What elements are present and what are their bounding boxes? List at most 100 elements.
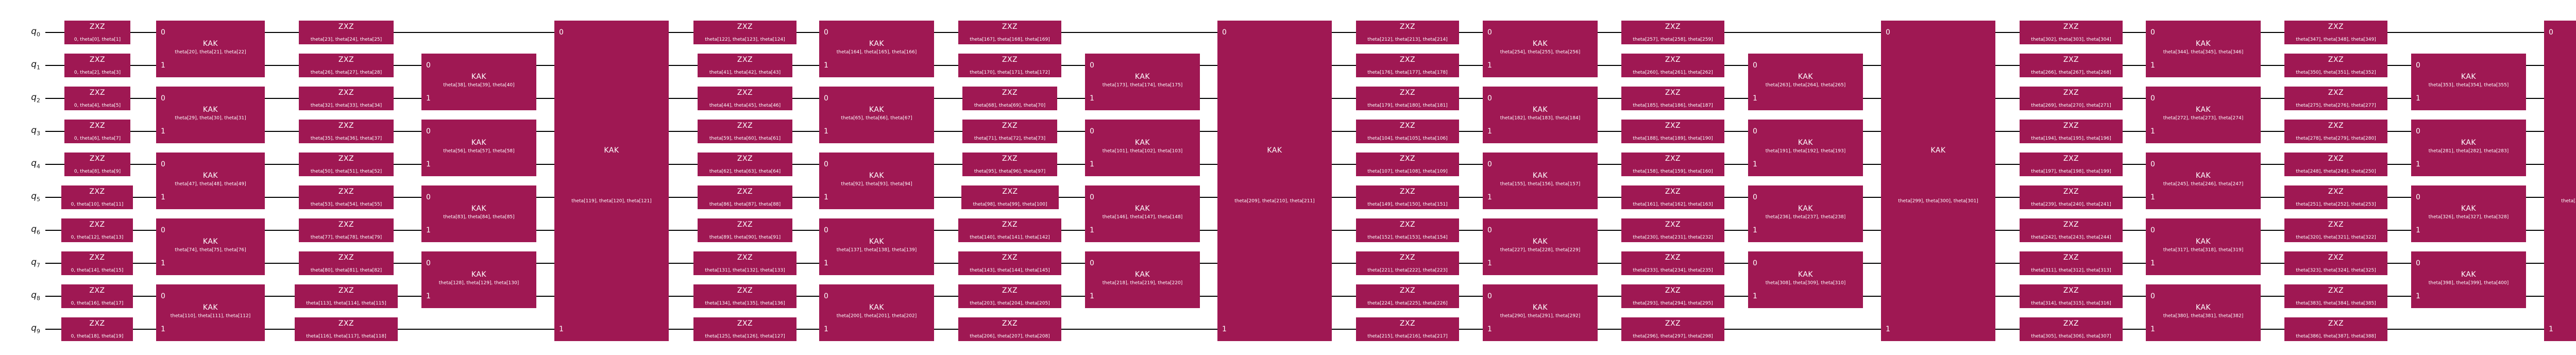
gate-port-label-0: 0 <box>1090 193 1094 201</box>
gate-params-label: theta[236], theta[237], theta[238] <box>1765 214 1846 220</box>
gate-params-label: theta[266], theta[267], theta[268] <box>2031 70 2111 75</box>
gate-params-label: theta[128], theta[129], theta[130] <box>438 280 519 286</box>
gate-name-label: ZXZ <box>1665 286 1681 295</box>
gate-params-label: theta[383], theta[384], theta[385] <box>2296 301 2376 306</box>
gate-params-label: theta[278], theta[279], theta[280] <box>2296 136 2376 141</box>
gate-params-label: 0, theta[8], theta[9] <box>74 169 121 174</box>
gate-port-label-0: 0 <box>559 28 564 37</box>
gate-port-label-1: 1 <box>824 193 828 201</box>
zxz-gate-q9-col6: ZXZ theta[125], theta[126], theta[127] <box>693 317 796 341</box>
gate-port-label-1: 1 <box>161 127 165 136</box>
gate-params-label: theta[209], theta[210], theta[211] <box>1234 198 1315 204</box>
qubit-label-base: q <box>31 125 37 136</box>
gate-port-label-1: 1 <box>2549 325 2553 333</box>
gate-params-label: theta[197], theta[198], theta[199] <box>2031 169 2111 174</box>
zxz-gate-q8-col13: ZXZ theta[293], theta[294], theta[295] <box>1621 284 1724 308</box>
gate-port-label-0: 0 <box>824 226 828 234</box>
gate-params-label: theta[353], theta[354], theta[355] <box>2428 82 2509 88</box>
gate-params-label: theta[95], theta[96], theta[97] <box>974 169 1046 174</box>
gate-name-label: ZXZ <box>2063 253 2079 262</box>
gate-port-label-1: 1 <box>2416 292 2420 300</box>
gate-params-label: 0, theta[4], theta[5] <box>74 103 121 108</box>
gate-name-label: ZXZ <box>737 56 753 64</box>
gate-name-label: KAK <box>1798 204 1814 213</box>
gate-name-label: KAK <box>202 171 218 180</box>
gate-name-label: ZXZ <box>1665 188 1681 196</box>
gate-name-label: ZXZ <box>338 122 354 130</box>
gate-params-label: theta[317], theta[318], theta[319] <box>2163 247 2244 253</box>
qubit-label-subscript: 8 <box>37 295 40 302</box>
gate-params-label: theta[293], theta[294], theta[295] <box>1633 301 1713 306</box>
gate-name-label: ZXZ <box>1002 155 1018 163</box>
gate-params-label: theta[263], theta[264], theta[265] <box>1765 82 1846 88</box>
gate-port-label-0: 0 <box>2416 259 2420 267</box>
gate-port-label-1: 1 <box>2150 193 2155 201</box>
gate-params-label: theta[254], theta[255], theta[256] <box>1500 49 1581 55</box>
gate-name-label: KAK <box>1134 204 1150 213</box>
gate-params-label: theta[89], theta[90], theta[91] <box>709 235 781 240</box>
gate-name-label: KAK <box>869 105 885 114</box>
gate-params-label: theta[149], theta[150], theta[151] <box>1367 202 1448 207</box>
qubit-label-q0: q0 <box>14 27 40 38</box>
gate-params-label: theta[173], theta[174], theta[175] <box>1102 82 1183 88</box>
qubit-label-base: q <box>31 224 37 234</box>
gate-params-label: theta[116], theta[117], theta[118] <box>306 334 386 339</box>
gate-params-label: theta[113], theta[114], theta[115] <box>306 301 386 306</box>
gate-params-label: theta[323], theta[324], theta[325] <box>2296 268 2376 273</box>
gate-port-label-0: 0 <box>1886 28 1890 37</box>
gate-name-label: KAK <box>2461 72 2477 81</box>
qubit-label-base: q <box>31 59 37 70</box>
gate-params-label: theta[215], theta[216], theta[217] <box>1367 334 1448 339</box>
gate-port-label-0: 0 <box>1222 28 1227 37</box>
gate-name-label: KAK <box>202 303 218 312</box>
gate-name-label: ZXZ <box>1399 253 1416 262</box>
gate-params-label: theta[104], theta[105], theta[106] <box>1367 136 1448 141</box>
gate-port-label-1: 1 <box>824 259 828 267</box>
gate-params-label: theta[230], theta[231], theta[232] <box>1633 235 1713 240</box>
gate-port-label-0: 0 <box>2150 28 2155 37</box>
gate-params-label: theta[194], theta[195], theta[196] <box>2031 136 2111 141</box>
gate-name-label: ZXZ <box>1665 253 1681 262</box>
gate-params-label: theta[23], theta[24], theta[25] <box>310 37 382 42</box>
gate-name-label: KAK <box>1267 146 1282 155</box>
gate-port-label-1: 1 <box>1753 292 1757 300</box>
gate-name-label: KAK <box>869 171 885 180</box>
gate-name-label: ZXZ <box>2063 221 2079 229</box>
gate-name-label: ZXZ <box>1002 23 1018 31</box>
gate-name-label: KAK <box>869 237 885 246</box>
gate-name-label: ZXZ <box>737 319 753 328</box>
gate-params-label: theta[218], theta[219], theta[220] <box>1102 280 1183 286</box>
gate-name-label: ZXZ <box>338 253 354 262</box>
gate-params-label: theta[389], theta[390], theta[391] <box>2561 198 2576 204</box>
gate-name-label: ZXZ <box>1665 155 1681 163</box>
gate-name-label: ZXZ <box>1399 221 1416 229</box>
gate-params-label: theta[125], theta[126], theta[127] <box>705 334 785 339</box>
gate-port-label-1: 1 <box>161 259 165 267</box>
gate-port-label-0: 0 <box>161 226 165 234</box>
gate-params-label: theta[47], theta[48], theta[49] <box>175 181 246 187</box>
